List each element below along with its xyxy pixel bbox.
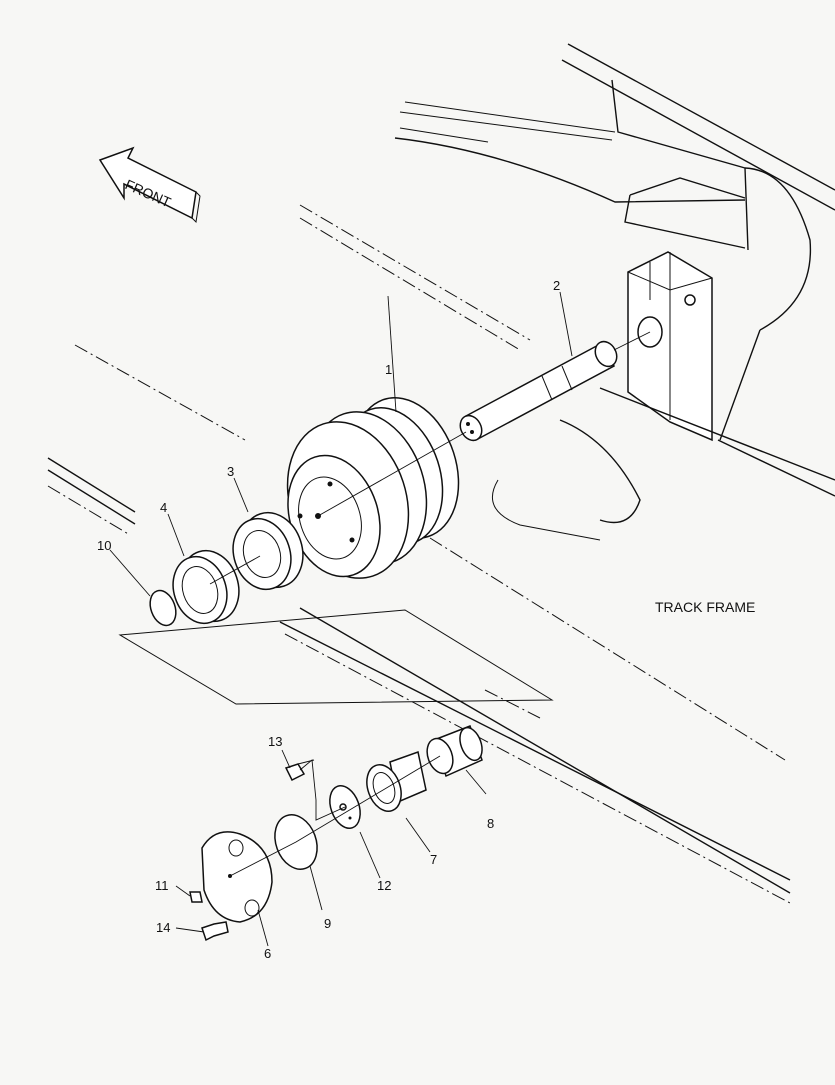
roller-part [286, 397, 467, 579]
callout-11: 11 [155, 878, 169, 893]
bolt-part-14 [201, 921, 229, 942]
callout-13: 13 [268, 734, 282, 749]
leader-lines [109, 291, 573, 947]
bolt-part-11 [189, 891, 203, 903]
seal-part-3 [232, 511, 304, 591]
callout-7: 7 [430, 852, 437, 867]
track-frame-structure [47, 43, 835, 904]
callout-14: 14 [156, 920, 170, 935]
callout-10: 10 [97, 538, 111, 553]
front-arrow: FRONT [98, 146, 201, 224]
callout-2: 2 [553, 278, 560, 293]
bolt-part-13 [284, 759, 315, 782]
callout-4: 4 [160, 500, 167, 515]
o-ring-part-10 [149, 589, 177, 627]
callout-6: 6 [264, 946, 271, 961]
cover-part-6 [201, 831, 273, 923]
callout-1: 1 [385, 362, 392, 377]
group-bracket [118, 609, 554, 705]
callout-8: 8 [487, 816, 494, 831]
seal-part-7 [366, 751, 427, 812]
seal-ring-part-4 [172, 549, 261, 625]
shaft-part [459, 331, 651, 442]
callout-9: 9 [324, 916, 331, 931]
track-frame-label: TRACK FRAME [655, 599, 755, 615]
callout-3: 3 [227, 464, 234, 479]
callout-12: 12 [377, 878, 391, 893]
bushing-part-8 [426, 725, 483, 778]
